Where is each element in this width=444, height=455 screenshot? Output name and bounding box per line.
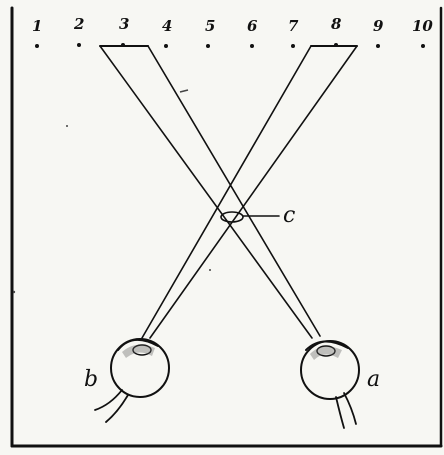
point-number-1: 1 bbox=[32, 17, 42, 35]
speck-1 bbox=[180, 90, 188, 92]
speck-3 bbox=[209, 269, 211, 271]
eye-a-iris-shade bbox=[310, 346, 342, 360]
crossing-label: c bbox=[283, 203, 295, 228]
eye-a-drawing bbox=[301, 341, 359, 428]
point-numbers: 1 2 3 4 5 6 7 8 9 10 bbox=[32, 15, 433, 35]
eye-a-optic-nerve-1 bbox=[344, 393, 356, 424]
eye-a-optic-nerve-2 bbox=[336, 397, 344, 428]
eye-b-label: b bbox=[84, 367, 98, 392]
point-number-7: 7 bbox=[288, 17, 299, 35]
point-dots bbox=[35, 43, 425, 48]
eye-b-optic-nerve-2 bbox=[106, 395, 128, 422]
point-number-5: 5 bbox=[205, 17, 215, 35]
eye-b-optic-nerve-1 bbox=[95, 390, 122, 410]
rays-eye-a bbox=[100, 46, 320, 338]
point-number-4: 4 bbox=[162, 17, 172, 35]
eye-b-drawing bbox=[95, 339, 169, 422]
point-number-8: 8 bbox=[331, 15, 342, 33]
point-dot-4 bbox=[164, 44, 168, 48]
point-dot-2 bbox=[77, 43, 81, 47]
eye-b-iris-shade bbox=[122, 345, 155, 358]
point-dot-1 bbox=[35, 44, 39, 48]
speck-2 bbox=[66, 125, 68, 127]
point-dot-9 bbox=[376, 44, 380, 48]
ray-b-inner bbox=[142, 46, 311, 338]
point-number-10: 10 bbox=[412, 17, 433, 35]
ray-b-outer bbox=[150, 46, 357, 338]
point-number-2: 2 bbox=[73, 15, 84, 33]
ray-a-outer bbox=[100, 46, 312, 338]
print-specks bbox=[13, 90, 211, 293]
speck-4 bbox=[13, 291, 15, 293]
point-dot-6 bbox=[250, 44, 254, 48]
point-dot-10 bbox=[421, 44, 425, 48]
ray-a-inner bbox=[148, 46, 320, 336]
point-dot-5 bbox=[206, 44, 210, 48]
point-dot-7 bbox=[291, 44, 295, 48]
point-number-3: 3 bbox=[119, 15, 129, 33]
point-number-6: 6 bbox=[247, 17, 258, 35]
point-number-9: 9 bbox=[373, 17, 384, 35]
eye-a-label: a bbox=[367, 367, 380, 392]
